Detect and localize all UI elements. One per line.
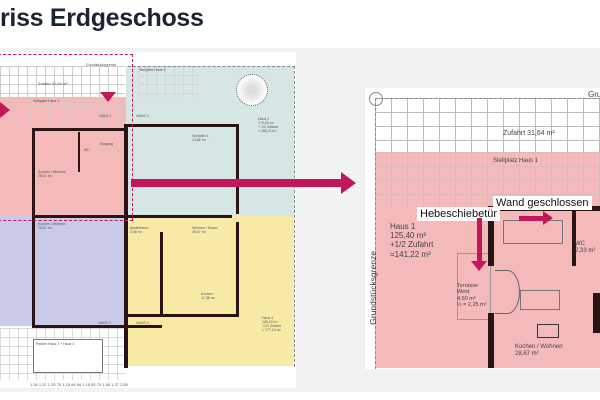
arrow-right-shaft — [519, 216, 545, 221]
parking-label: Parken Haus 2 + Haus 4 — [36, 342, 75, 346]
label-stellplatz3: Stellplatz Haus 3 — [139, 68, 166, 72]
parking-area — [33, 339, 103, 373]
wall — [160, 232, 163, 317]
label-stellplatz: Stellplatz Haus 1 — [493, 158, 539, 164]
label-haus3-area: Haus 3 170,20 m² + 1/2 Zufahrt = 186,11 … — [258, 117, 278, 133]
wall — [124, 124, 128, 368]
wall — [128, 314, 238, 317]
label-wc: WC 2,33 m² — [575, 241, 596, 254]
overview-floor-plan: Parken Haus 2 + Haus 4 Grundstücksgrenze… — [0, 52, 296, 388]
corner-marker — [369, 92, 383, 106]
arrow-down-shaft — [477, 218, 482, 263]
label-terrasse: Terrasse West 4,50 m² ½ = 2,25 m² — [457, 283, 487, 308]
label-grundstuecksgrenze: Grundstücksgrenze — [86, 63, 117, 67]
zoom-arrow-shaft — [131, 179, 343, 187]
arrow-right-icon — [0, 102, 10, 118]
label-haus2-entry: HAUS 2 — [98, 321, 111, 325]
label-kochen: Kochen / Wohnen 28,67 m² — [515, 344, 563, 357]
label-wc: WC — [84, 148, 90, 152]
grundstuecksgrenze-line — [375, 98, 600, 369]
wall — [572, 206, 576, 266]
label-haus3-entry: HAUS 3 — [136, 114, 149, 118]
label-haus4-entry: HAUS 4 — [136, 321, 149, 325]
sofa-icon — [503, 220, 563, 244]
haus4-zone — [126, 216, 294, 366]
wall — [32, 128, 126, 131]
haus2-zone — [0, 216, 126, 326]
wall — [593, 293, 600, 333]
terrasse-tiles — [457, 253, 491, 320]
wall — [488, 206, 494, 266]
label-eingang: Eingang — [100, 142, 113, 146]
arrow-down-icon — [471, 261, 487, 271]
driveway-tiles — [375, 98, 600, 153]
label-dimensions: 1,34 1,37 1,25 75 1,15 94 94 1,15 92 75 … — [30, 382, 128, 387]
wall — [236, 222, 239, 317]
arrow-down-icon — [100, 92, 116, 102]
stellplatz3-tiles — [138, 66, 200, 98]
zoom-arrow-head-icon — [341, 172, 356, 194]
arrow-right-icon — [543, 211, 553, 225]
dining-table-icon — [520, 290, 560, 310]
callout-hebeschiebetuer: Hebeschiebetür — [417, 207, 501, 221]
label-haus1-area: Haus 1 125,40 m² +1/2 Zufahrt =141,22 m² — [390, 222, 434, 259]
wall — [32, 128, 35, 328]
wall — [488, 313, 494, 368]
stove-icon — [537, 324, 559, 338]
label-wohnen4: Wohnen / Essen 29,07 m² — [192, 226, 218, 234]
label-haus1-entry: HAUS 1 — [99, 114, 112, 118]
label-grundstuecksgrenze-side: Grundstücksgrenze — [368, 251, 379, 325]
label-schlafen1: Schlafen 1 13,86 m² — [192, 134, 209, 142]
tree-icon — [236, 74, 268, 106]
label-kochen1: Kochen / Wohnen 28,67 m² — [38, 170, 66, 178]
label-zufahrt: Zufahrt 31,64 m² — [38, 81, 68, 86]
haus3-boundary — [128, 66, 295, 367]
wall — [32, 325, 162, 328]
label-haus4-area: Haus 4 160,20 m² +1/2 Zufahrt = 177,10 m… — [262, 316, 281, 332]
page-title: riss Erdgeschoss — [0, 4, 204, 32]
label-kochen2: Kochen / Wohnen 28,67 m² — [38, 222, 66, 230]
wall — [78, 132, 80, 172]
callout-wand-geschlossen: Wand geschlossen — [493, 196, 592, 210]
wall — [128, 124, 238, 127]
label-zufahrt: Zufahrt 31,64 m² — [503, 130, 555, 137]
haus1-highlight-frame — [0, 54, 133, 221]
label-grundstuecksgrenze-top: Grun — [588, 90, 600, 99]
label-kochen4: Kochen 17,38 m² — [201, 292, 215, 300]
wall — [236, 124, 239, 214]
detail-floor-plan: Grun Zufahrt 31,64 m² Stellplatz Haus 1 … — [365, 88, 600, 369]
door-icon — [495, 270, 520, 314]
label-stellplatz1: Stellplatz Haus 1 — [33, 99, 60, 103]
label-abstellraum: Abstellraum 3,38 m² — [130, 226, 149, 234]
